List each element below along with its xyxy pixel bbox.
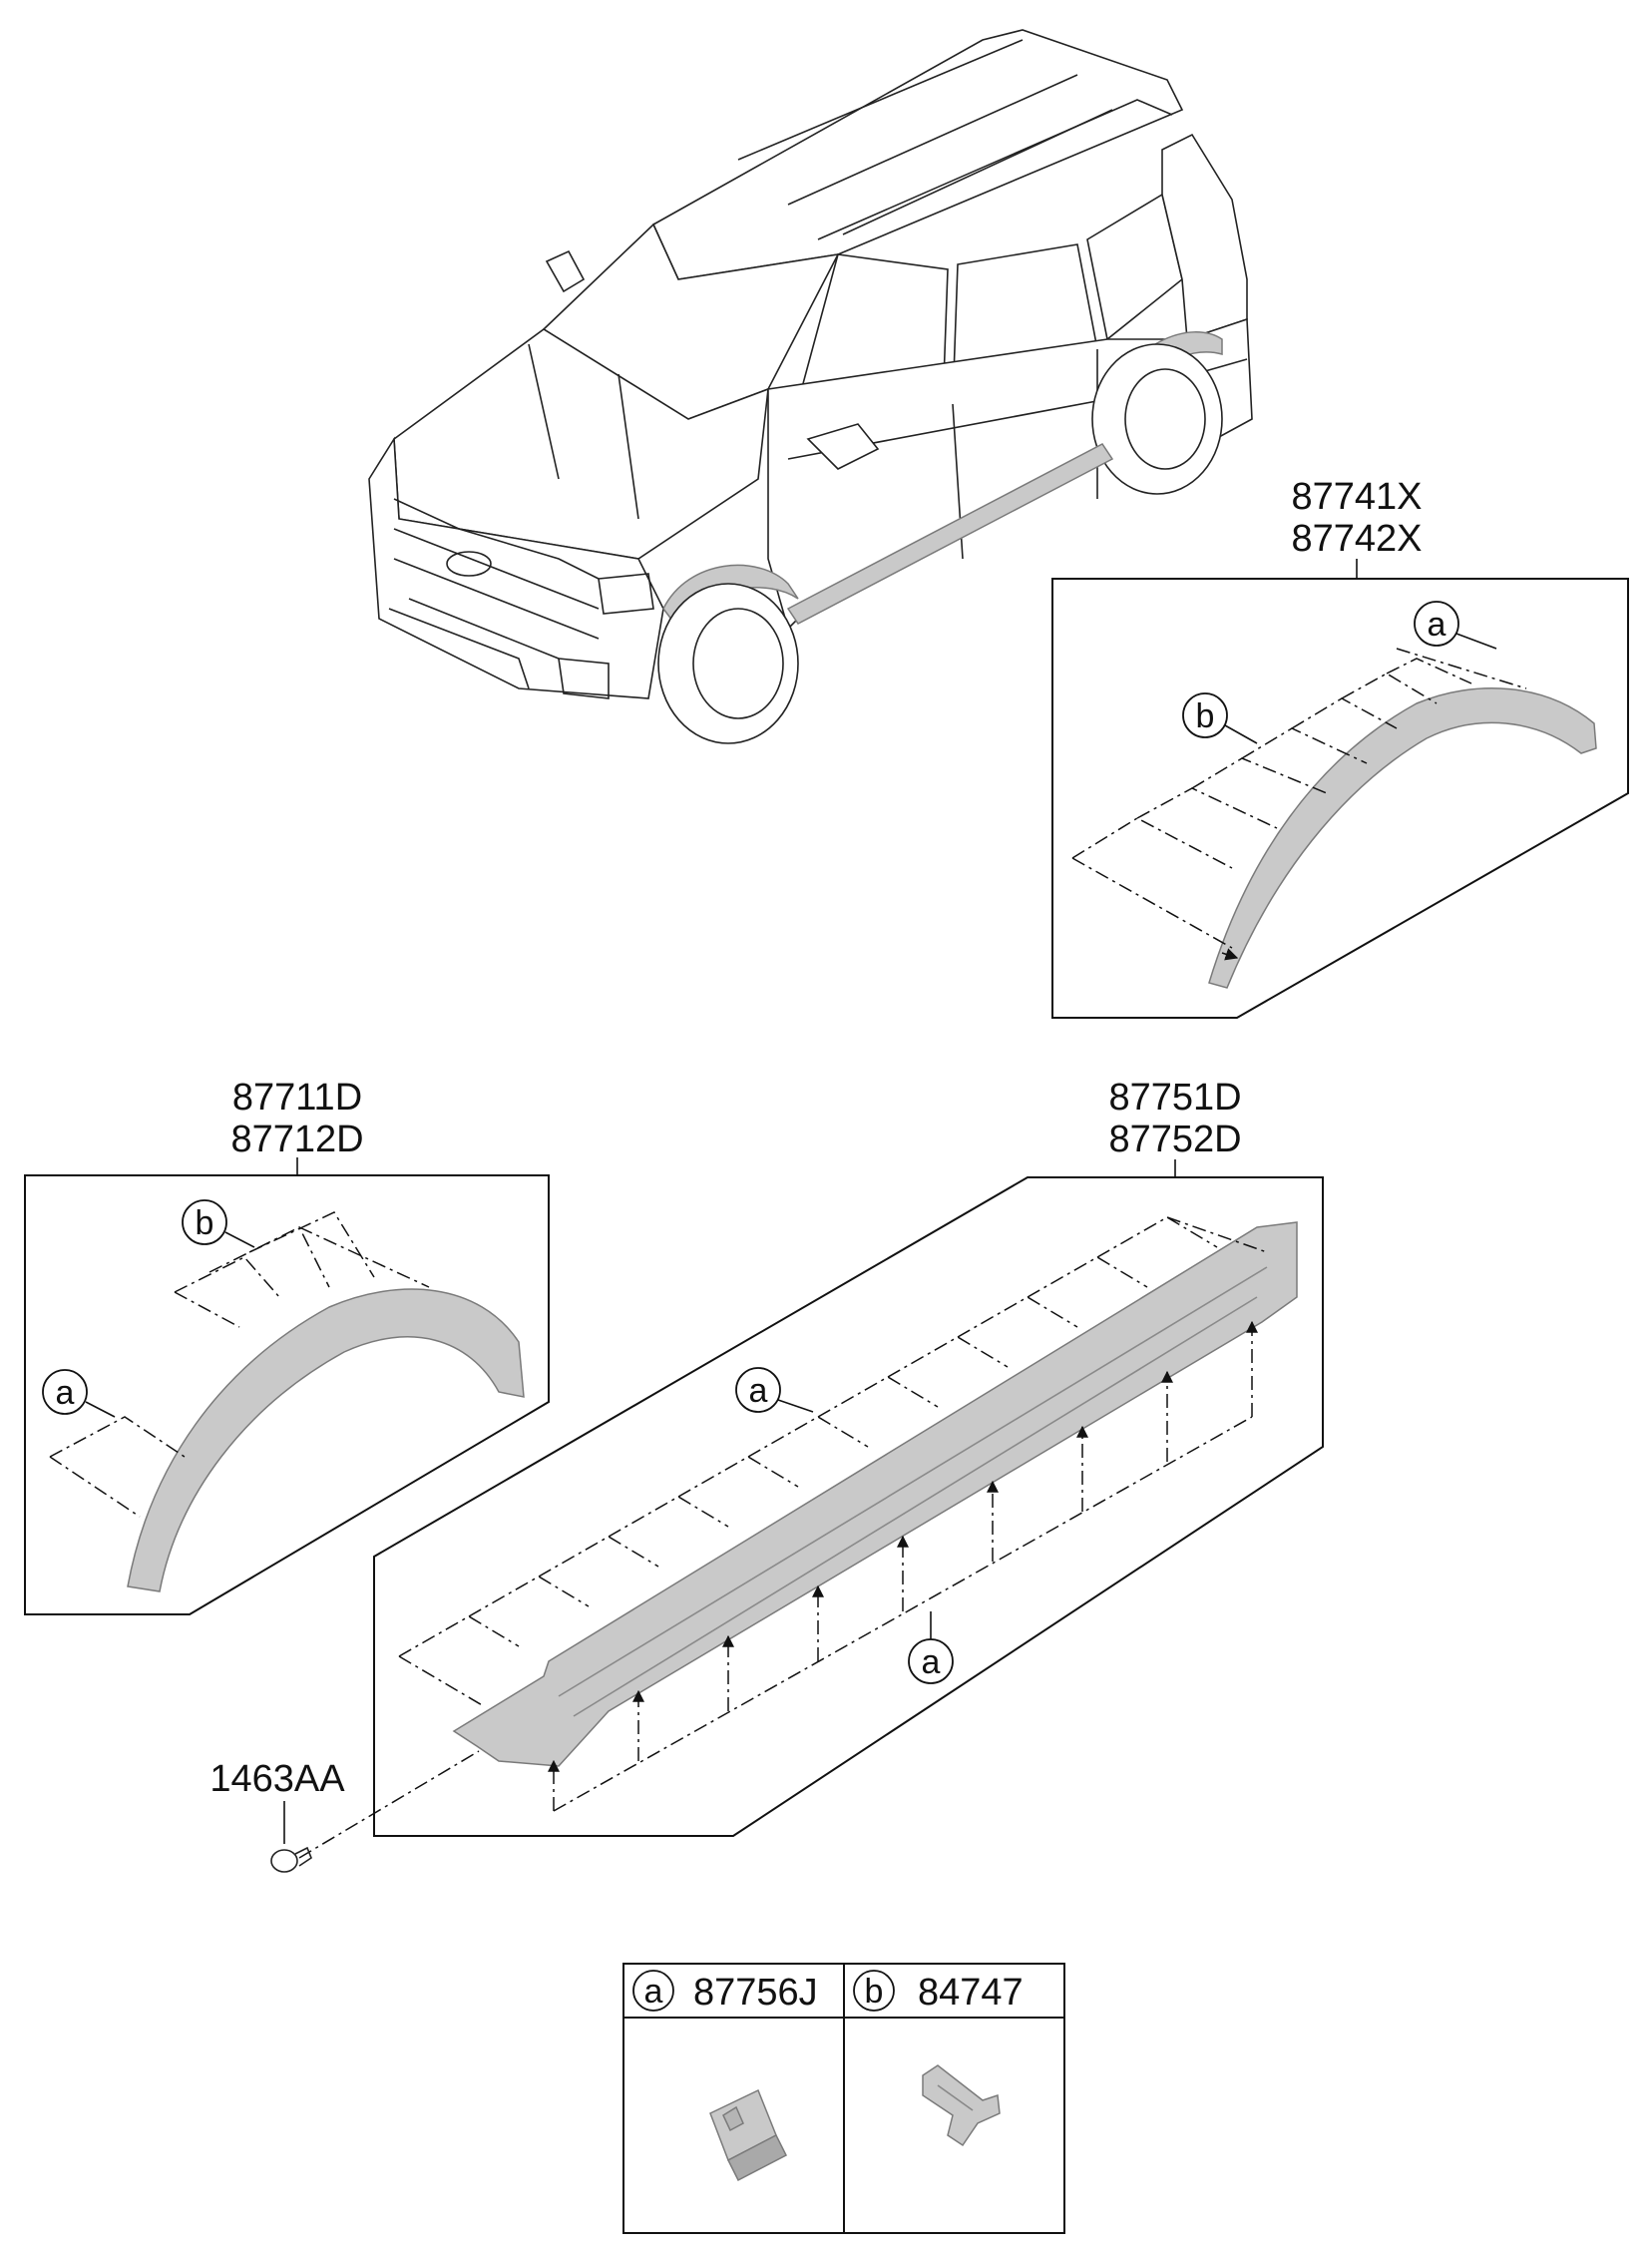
front-flare-label-1: 87711D — [232, 1077, 362, 1119]
front-flare-label-2: 87712D — [230, 1119, 363, 1160]
front-flare-marker-a — [42, 1369, 88, 1415]
legend-part-a: 87756J — [693, 1972, 818, 2014]
side-sill-marker-a-top — [735, 1367, 781, 1413]
screw-callout: 1463AA — [209, 1750, 480, 1873]
svg-text:a: a — [56, 1374, 75, 1412]
legend-marker-b — [853, 1970, 895, 2012]
svg-text:b: b — [196, 1204, 214, 1242]
clip-legend-table: a 87756J b 84747 — [622, 1963, 1065, 2234]
front-flare-part — [127, 1288, 525, 1592]
svg-text:b: b — [1196, 697, 1215, 735]
front-fender-flare-panel: 87711D 87712D b a — [24, 1077, 550, 1615]
clip-a-icon — [709, 2088, 788, 2182]
clip-b-icon — [922, 2064, 1001, 2147]
screw-icon — [270, 1846, 312, 1873]
svg-text:a: a — [644, 1973, 663, 2011]
svg-text:a: a — [922, 1643, 941, 1681]
side-sill-label-2: 87752D — [1108, 1119, 1241, 1160]
svg-text:a: a — [749, 1372, 768, 1410]
legend-marker-a — [632, 1970, 674, 2012]
front-flare-marker-b — [182, 1199, 227, 1245]
rear-flare-box — [1051, 578, 1629, 1019]
front-flare-box — [24, 1174, 550, 1615]
screw-label: 1463AA — [209, 1758, 345, 1800]
side-sill-box — [373, 1176, 1324, 1837]
svg-text:a: a — [1428, 606, 1446, 644]
svg-text:b: b — [865, 1973, 884, 2011]
rear-fender-flare-panel: 87741X 87742X a b — [1051, 476, 1629, 1019]
side-sill-part — [452, 1221, 1298, 1767]
vehicle-illustration — [368, 29, 1253, 744]
rear-flare-label-1: 87741X — [1291, 476, 1422, 518]
rear-flare-label-2: 87742X — [1291, 518, 1422, 560]
rear-flare-marker-b — [1182, 692, 1228, 738]
legend-part-b: 84747 — [918, 1972, 1024, 2014]
rear-flare-marker-a — [1414, 601, 1459, 647]
side-sill-label-1: 87751D — [1108, 1077, 1241, 1119]
rear-flare-part — [1208, 686, 1597, 989]
side-sill-panel: 87751D 87752D a a — [373, 1077, 1324, 1837]
